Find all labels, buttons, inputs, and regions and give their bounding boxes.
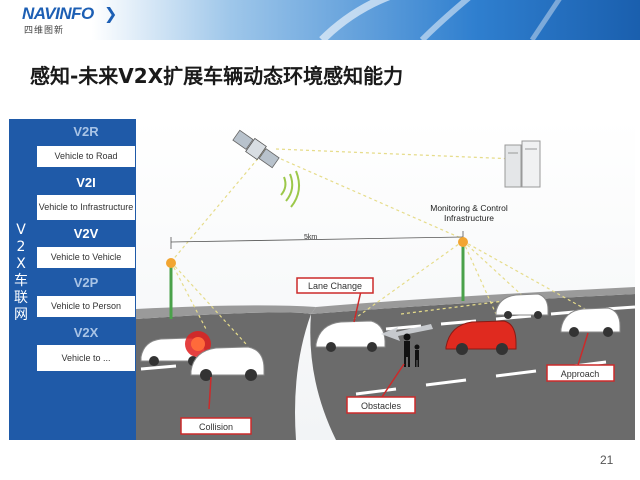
v2x-tag: V2X: [73, 325, 99, 340]
server-icon: [504, 140, 541, 188]
callout-obstacles: Obstacles: [346, 396, 416, 414]
callout-collision-text: Collision: [199, 422, 233, 432]
distance-label: 5km: [304, 234, 317, 241]
pedestrians-icon: [403, 333, 420, 367]
navinfo-logo-subtitle: 四维图新: [24, 26, 65, 36]
v2p-description: Vehicle to Person: [37, 296, 135, 317]
vertical-char: 2: [16, 239, 26, 255]
callout-leaders: [208, 290, 589, 410]
callout-lane-change: Lane Change: [296, 277, 374, 294]
car-white-lane-change: [315, 320, 386, 352]
callout-approach-text: Approach: [561, 369, 600, 379]
callout-obstacles-text: Obstacles: [361, 401, 402, 411]
car-white-approach: [560, 307, 621, 337]
callout-lane-change-text: Lane Change: [308, 281, 362, 291]
satellite-icon: [232, 129, 280, 169]
header-gradient-band: [92, 0, 640, 43]
v2i-tag: V2I: [76, 175, 96, 190]
v2x-scene-illustration: 5km Monitoring & Control Infrastructure: [136, 119, 635, 440]
monitoring-label-line2: Infrastructure: [444, 213, 494, 223]
vertical-char: 车: [14, 273, 28, 289]
slide-title: 感知-未来V2X扩展车辆动态环境感知能力: [30, 64, 404, 88]
road-arrow-decoration: [319, 0, 562, 43]
collision-burst-icon: [185, 331, 211, 357]
roadside-unit-pole-right: [458, 237, 468, 301]
v2r-description: Vehicle to Road: [37, 146, 135, 167]
v2v-tag: V2V: [73, 226, 99, 241]
slide-header: NAVINFO ❯ 四维图新: [0, 0, 640, 54]
car-white-far: [495, 293, 549, 319]
roadside-unit-pole-left: [166, 258, 176, 319]
logo-chevron-icon: ❯: [104, 4, 118, 23]
v2x-description: Vehicle to ...: [37, 345, 135, 371]
page-number: 21: [600, 453, 614, 467]
v2x-vertical-label: V 2 X 车 联 网: [10, 222, 32, 324]
v2v-description: Vehicle to Vehicle: [37, 247, 135, 268]
callout-approach: Approach: [546, 364, 615, 382]
communication-links: [170, 148, 597, 345]
v2x-panel: [9, 119, 136, 440]
lane-change-arrow-icon: [381, 324, 433, 341]
car-red: [445, 320, 517, 355]
v2r-tag: V2R: [73, 124, 99, 139]
v2i-description: Vehicle to Infrastructure: [37, 195, 135, 220]
satellite-signal-waves: [280, 170, 301, 208]
vertical-char: 联: [14, 290, 28, 306]
callout-collision: Collision: [180, 417, 252, 435]
vertical-char: 网: [14, 307, 28, 323]
navinfo-logo: NAVINFO: [22, 4, 94, 23]
car-white-collision-rear: [190, 346, 265, 381]
monitoring-label-line1: Monitoring & Control: [430, 203, 508, 213]
v2p-tag: V2P: [73, 275, 99, 290]
vertical-char: X: [16, 256, 26, 272]
vertical-char: V: [16, 222, 26, 238]
